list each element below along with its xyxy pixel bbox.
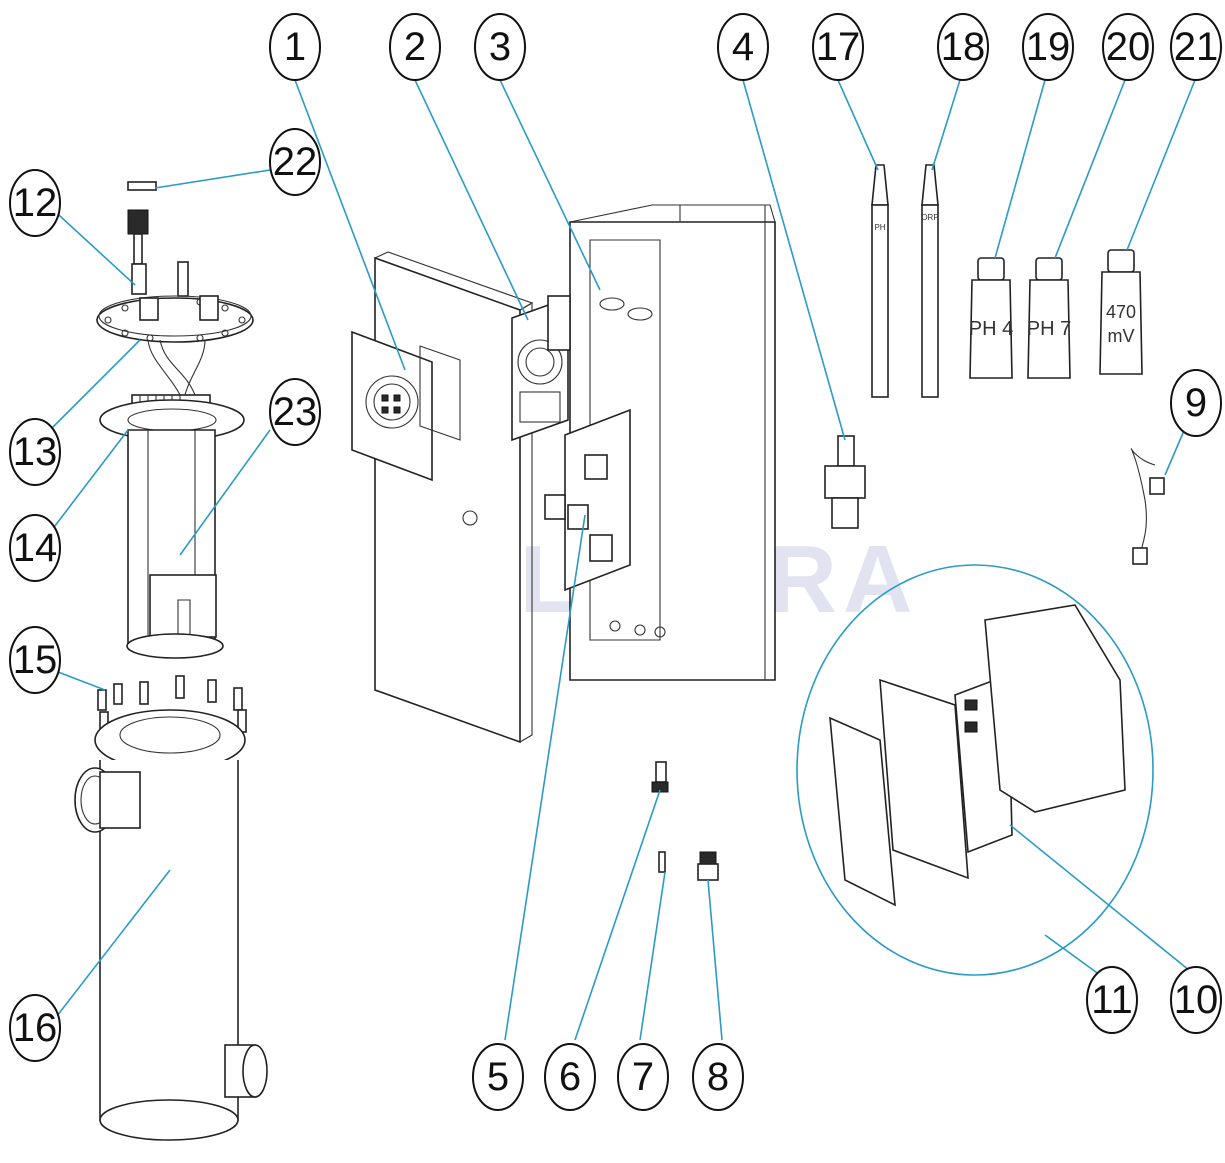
switch-part xyxy=(697,851,719,881)
svg-text:18: 18 xyxy=(941,25,986,69)
temperature-sensor-cable xyxy=(1130,448,1165,565)
svg-text:16: 16 xyxy=(13,1006,58,1050)
svg-text:1: 1 xyxy=(284,25,306,69)
ph-probe-label: PH xyxy=(874,223,885,232)
svg-text:17: 17 xyxy=(816,25,861,69)
callouts: 1 2 3 4 17 18 19 20 21 22 12 13 23 14 15… xyxy=(9,13,1222,1111)
svg-text:21: 21 xyxy=(1174,25,1219,69)
ph4-buffer-bottle: PH 4 xyxy=(969,257,1013,379)
orp-bottle-label-value: 470 xyxy=(1106,302,1136,322)
svg-text:20: 20 xyxy=(1106,25,1151,69)
electrode-cell-assembly xyxy=(74,181,268,1141)
fuse-holder-part xyxy=(651,761,669,793)
callout-1: 1 xyxy=(269,13,321,81)
callout-17: 17 xyxy=(812,13,864,81)
callout-21: 21 xyxy=(1170,13,1222,81)
callout-5: 5 xyxy=(472,1043,524,1111)
callout-19: 19 xyxy=(1022,13,1074,81)
ph7-buffer-bottle: PH 7 xyxy=(1027,257,1071,379)
svg-text:14: 14 xyxy=(13,526,58,570)
fuse-part xyxy=(658,851,666,873)
orp-470mv-bottle: 470 mV xyxy=(1099,249,1143,375)
orp-probe-label: ORP xyxy=(921,213,938,222)
callout-20: 20 xyxy=(1102,13,1154,81)
callout-13: 13 xyxy=(9,418,61,486)
callout-11: 11 xyxy=(1086,966,1138,1034)
svg-text:5: 5 xyxy=(487,1055,509,1099)
control-box-assembly xyxy=(351,204,776,744)
callout-10: 10 xyxy=(1170,966,1222,1034)
callout-3: 3 xyxy=(474,13,526,81)
top-flange xyxy=(96,297,254,343)
callout-16: 16 xyxy=(9,994,61,1062)
callout-18: 18 xyxy=(937,13,989,81)
svg-text:13: 13 xyxy=(13,430,58,474)
svg-text:6: 6 xyxy=(559,1055,581,1099)
svg-text:3: 3 xyxy=(489,25,511,69)
display-rear-housing xyxy=(984,604,1126,813)
svg-text:22: 22 xyxy=(273,140,318,184)
callout-12: 12 xyxy=(9,169,61,237)
display-unit-assembly xyxy=(829,604,1126,907)
svg-text:12: 12 xyxy=(13,181,58,225)
svg-text:8: 8 xyxy=(707,1055,729,1099)
callout-15: 15 xyxy=(9,626,61,694)
control-panel-overlay xyxy=(351,330,433,482)
svg-text:9: 9 xyxy=(1185,381,1207,425)
callout-2: 2 xyxy=(389,13,441,81)
callout-22: 22 xyxy=(269,128,321,196)
leader-lines xyxy=(39,79,1196,1041)
svg-text:10: 10 xyxy=(1174,978,1219,1022)
cell-connector-part xyxy=(127,181,157,265)
svg-text:4: 4 xyxy=(732,25,754,69)
power-board xyxy=(564,408,631,592)
callout-8: 8 xyxy=(692,1043,744,1111)
cell-terminal-part xyxy=(131,261,189,297)
orp-bottle-label-unit: mV xyxy=(1108,326,1135,346)
flange-bolts xyxy=(97,675,247,735)
ph7-bottle-label: PH 7 xyxy=(1027,318,1071,340)
svg-text:7: 7 xyxy=(632,1055,654,1099)
callout-9: 9 xyxy=(1170,369,1222,437)
svg-text:23: 23 xyxy=(273,390,318,434)
svg-text:11: 11 xyxy=(1091,978,1133,1022)
flange-bolts-top xyxy=(104,298,246,342)
callout-7: 7 xyxy=(617,1043,669,1111)
svg-text:2: 2 xyxy=(404,25,426,69)
ph4-bottle-label: PH 4 xyxy=(969,318,1013,340)
callout-4: 4 xyxy=(717,13,769,81)
detail-circle xyxy=(796,564,1154,976)
ph-probe: PH xyxy=(871,164,889,398)
callout-23: 23 xyxy=(269,378,321,446)
display-front-label xyxy=(829,716,896,907)
svg-text:15: 15 xyxy=(13,638,58,682)
control-box-door xyxy=(374,256,521,744)
orp-probe: ORP xyxy=(921,164,939,398)
display-frame xyxy=(879,678,969,880)
callout-6: 6 xyxy=(544,1043,596,1111)
svg-text:19: 19 xyxy=(1026,25,1071,69)
probe-holder-fitting xyxy=(824,435,866,529)
callout-14: 14 xyxy=(9,514,61,582)
